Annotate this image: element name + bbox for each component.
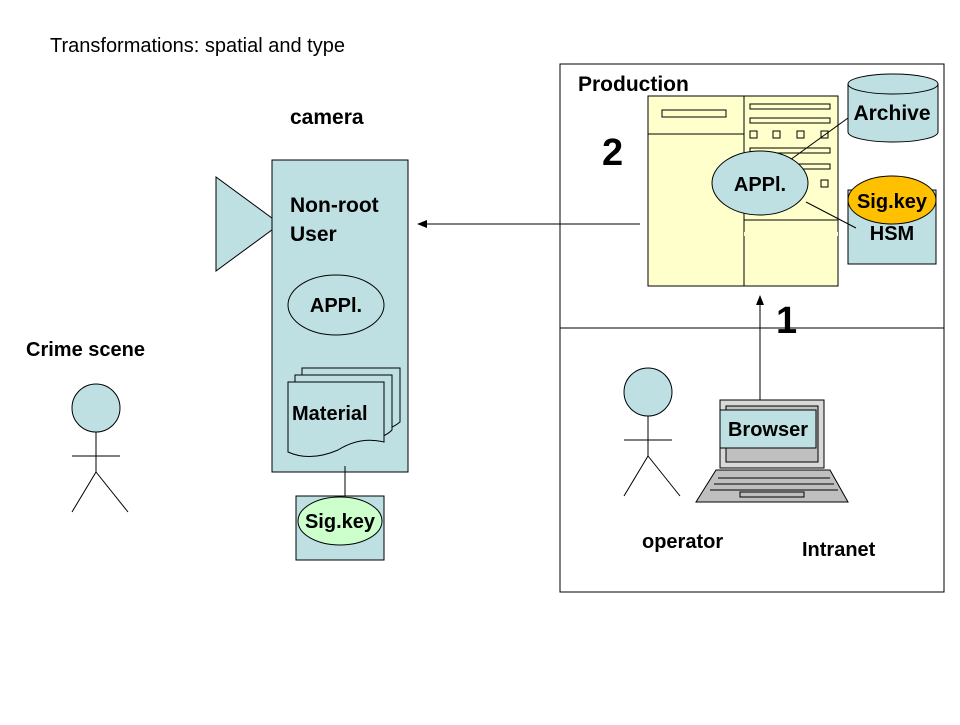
camera-appl-ellipse [287,274,385,336]
server-appl-ellipse [711,150,809,216]
appl-hsm-connector [805,201,857,229]
archive-database-icon [847,73,939,143]
archive-label: Archive [853,102,930,125]
material-label: Material [292,403,368,425]
crime-scene-person-icon [71,383,129,513]
operator-person-icon [623,367,681,497]
camera-sig-key-label: Sig.key [305,511,376,533]
step-two-label: 2 [602,132,623,174]
production-label: Production [578,73,689,96]
non-root-user-line1: Non-root [290,194,379,217]
hsm-sig-key-label: Sig.key [857,191,928,213]
server-appl-label: APPl. [734,174,786,196]
crime-scene-label: Crime scene [26,339,145,361]
operator-label: operator [642,531,723,553]
laptop-icon [695,399,849,503]
non-root-user-line2: User [290,223,337,246]
appl-archive-connector [789,117,849,161]
intranet-label: Intranet [802,539,876,561]
camera-appl-label: APPl. [310,295,362,317]
camera-label: camera [290,106,364,129]
material-doc-icon [287,381,385,457]
slide-title: Transformations: spatial and type [50,35,345,57]
camera-lens-icon [215,176,281,272]
step-one-label: 1 [776,300,797,342]
camera-sig-key-ellipse [297,496,383,546]
hsm-label: HSM [870,223,914,245]
browser-label: Browser [728,419,808,441]
hsm-sig-key-ellipse [847,175,937,225]
